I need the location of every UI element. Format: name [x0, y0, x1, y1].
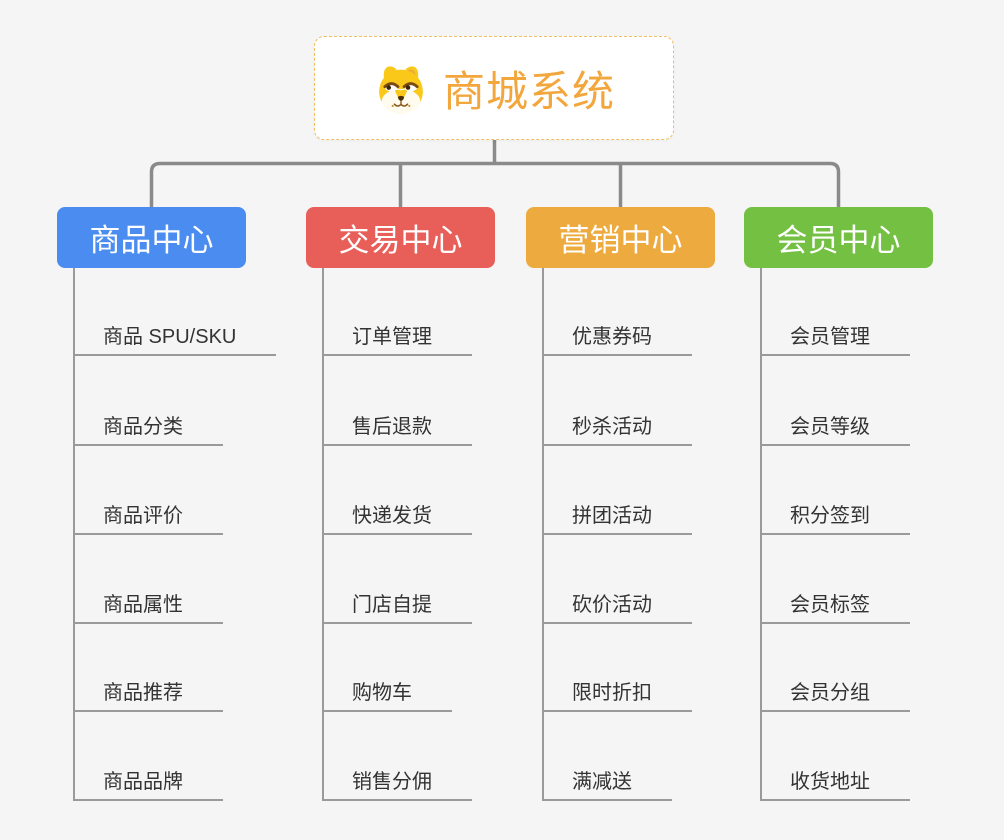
subtopic-item[interactable]: 快递发货	[322, 503, 472, 535]
subtopic-item[interactable]: 商品品牌	[73, 769, 223, 801]
subtopic-item[interactable]: 门店自提	[322, 592, 472, 624]
subtopic-item[interactable]: 拼团活动	[542, 503, 692, 535]
subtopic-item[interactable]: 优惠券码	[542, 324, 692, 356]
branch-bus-line	[149, 161, 841, 207]
subtopic-item[interactable]: 订单管理	[322, 324, 472, 356]
branch-node-trade-center[interactable]: 交易中心	[306, 207, 495, 268]
branch-node-product-center[interactable]: 商品中心	[57, 207, 246, 268]
subtopic-item[interactable]: 收货地址	[760, 769, 910, 801]
branch-node-marketing-center[interactable]: 营销中心	[526, 207, 715, 268]
subtopic-item[interactable]: 积分签到	[760, 503, 910, 535]
subtopic-item[interactable]: 满减送	[542, 769, 672, 801]
subtopic-item[interactable]: 购物车	[322, 680, 452, 712]
branch-column-member: 会员中心 会员管理 会员等级 积分签到 会员标签 会员分组 收货地址	[744, 207, 933, 807]
subtopic-item[interactable]: 商品分类	[73, 414, 223, 446]
subtopic-item[interactable]: 商品 SPU/SKU	[73, 324, 277, 356]
branch-node-member-center[interactable]: 会员中心	[744, 207, 933, 268]
subtopic-item[interactable]: 商品评价	[73, 503, 223, 535]
subtopic-item[interactable]: 砍价活动	[542, 592, 692, 624]
subtopic-item[interactable]: 会员分组	[760, 680, 910, 712]
branch-column-product: 商品中心 商品 SPU/SKU 商品分类 商品评价 商品属性 商品推荐 商品品牌	[57, 207, 277, 807]
subtopic-item[interactable]: 商品属性	[73, 592, 223, 624]
root-node-label: 商城系统	[442, 67, 615, 115]
subtopic-item[interactable]: 商品推荐	[73, 680, 223, 712]
subtopic-item[interactable]: 会员等级	[760, 414, 910, 446]
subtopic-item[interactable]: 限时折扣	[542, 680, 692, 712]
branch-column-marketing: 营销中心 优惠券码 秒杀活动 拼团活动 砍价活动 限时折扣 满减送	[526, 207, 715, 807]
root-node-mall-system[interactable]: 商城系统	[314, 36, 674, 140]
subtopic-item[interactable]: 会员标签	[760, 592, 910, 624]
subtopic-item[interactable]: 秒杀活动	[542, 414, 692, 446]
shiba-dog-icon	[379, 66, 423, 114]
subtopic-item[interactable]: 售后退款	[322, 414, 472, 446]
subtopic-item[interactable]: 会员管理	[760, 324, 910, 356]
subtopic-item[interactable]: 销售分佣	[322, 769, 472, 801]
branch-column-trade: 交易中心 订单管理 售后退款 快递发货 门店自提 购物车 销售分佣	[306, 207, 495, 807]
